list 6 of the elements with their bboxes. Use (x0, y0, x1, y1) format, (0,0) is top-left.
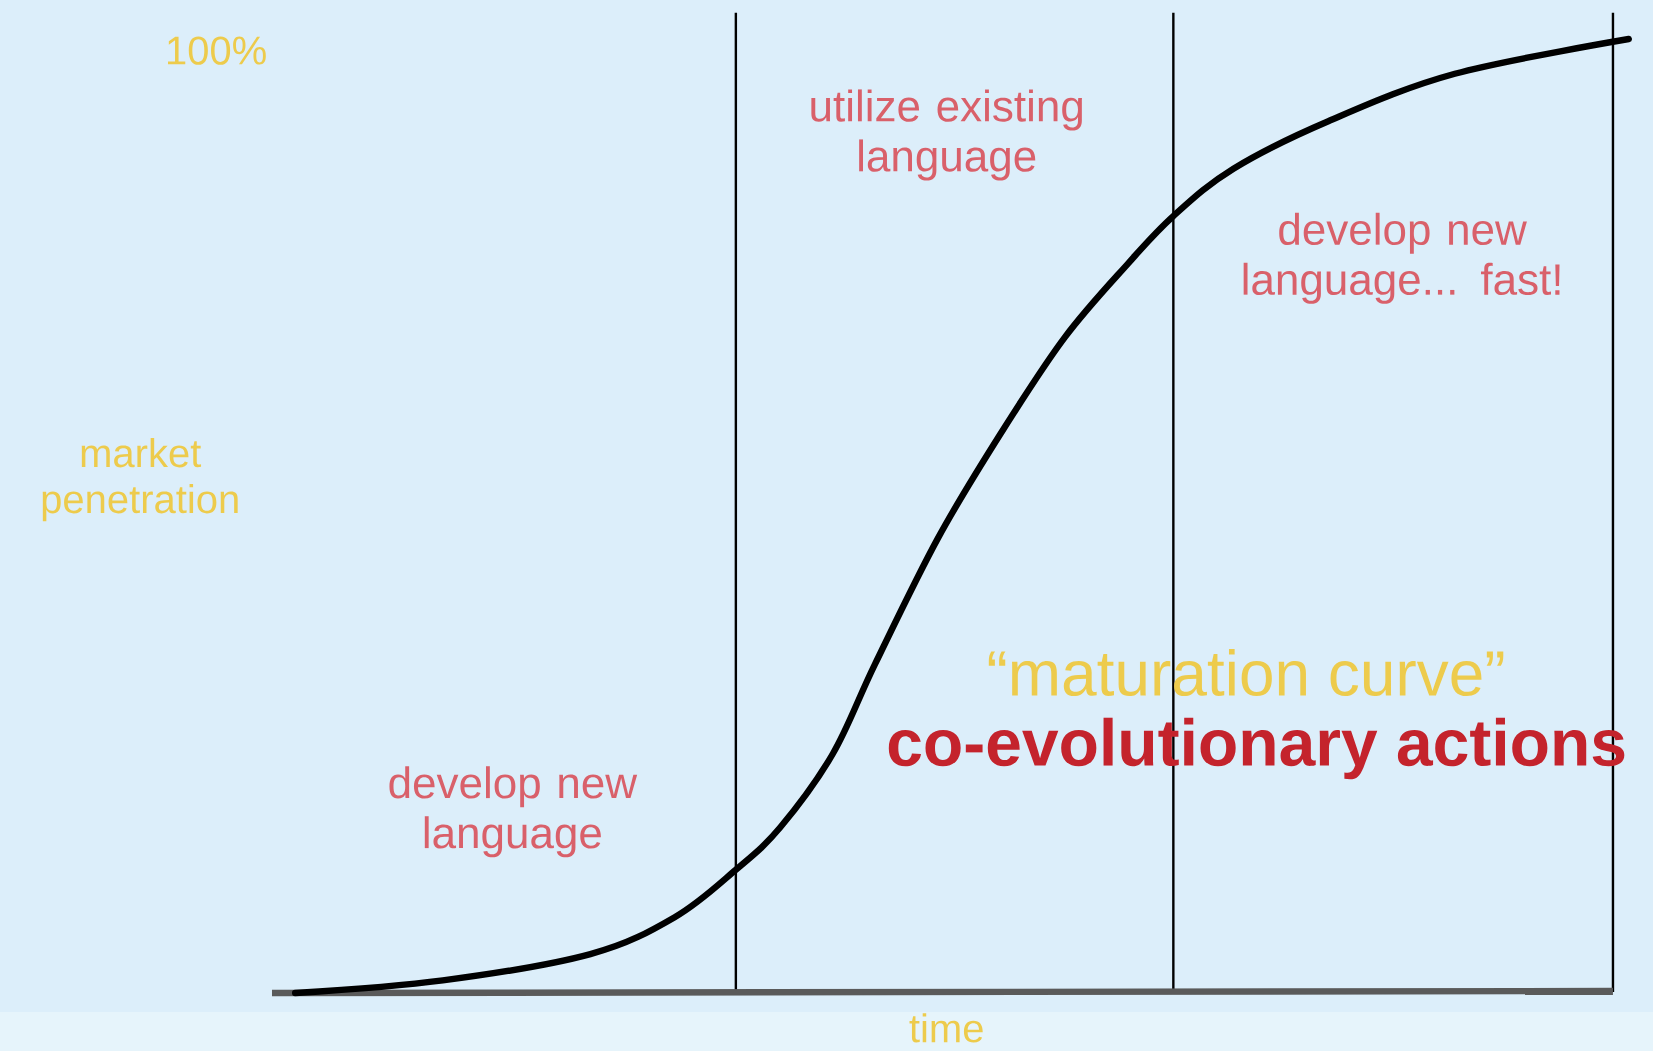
axis-label: time (909, 1013, 983, 1043)
axis-label: 100% (168, 36, 266, 65)
axis-label: market penetration (42, 438, 238, 522)
phase-label: develop new language... fast! (1243, 212, 1560, 304)
phase-label: utilize existing language (811, 89, 1082, 181)
phase-label: develop new language (389, 766, 638, 858)
